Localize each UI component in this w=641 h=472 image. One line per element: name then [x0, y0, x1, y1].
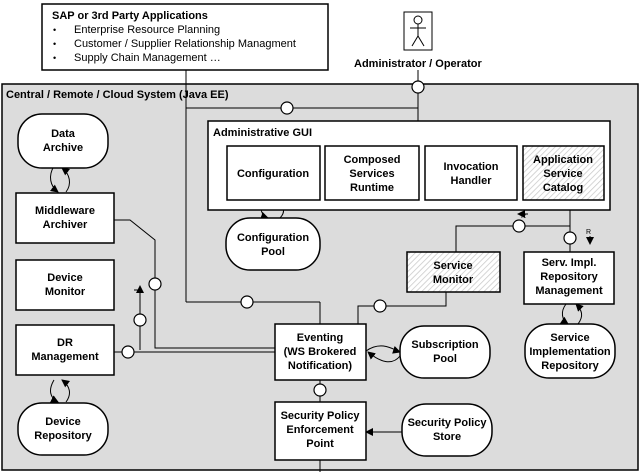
device-repository-node: [17, 402, 109, 456]
device-monitor-label-1: Device: [47, 272, 82, 284]
configuration-pool-label-1: Configuration: [237, 232, 309, 244]
catalog-label-2: Service: [543, 168, 582, 180]
data-archive-label-1: Data: [51, 128, 76, 140]
subscription-pool-node: [399, 325, 491, 379]
port-actor: [411, 80, 425, 94]
security-store-label-2: Store: [433, 431, 461, 443]
sap-item-erp: Enterprise Resource Planning: [74, 24, 220, 36]
port-dr-management: [121, 345, 135, 359]
security-policy-store-node: [401, 403, 493, 457]
serv-impl-label-2: Repository: [540, 271, 598, 283]
port-eventing-bus: [240, 295, 254, 309]
service-impl-repo-label-2: Implementation: [529, 346, 611, 358]
invocation-handler-box: [424, 145, 518, 201]
configuration-box: [226, 145, 321, 201]
subscription-pool-label-1: Subscription: [411, 339, 479, 351]
system-label: Central / Remote / Cloud System (Java EE…: [6, 89, 229, 101]
admin-gui-title: Administrative GUI: [213, 127, 312, 139]
security-point-label-3: Point: [306, 438, 334, 450]
configuration-pool-label-2: Pool: [261, 246, 285, 258]
serv-impl-label-1: Serv. Impl.: [542, 257, 597, 269]
serv-impl-repository-management-node: [523, 251, 615, 305]
r-label-upper: R: [521, 213, 526, 220]
subscription-pool-label-2: Pool: [433, 353, 457, 365]
device-repository-label-2: Repository: [34, 430, 92, 442]
eventing-label-3: Notification): [288, 360, 352, 372]
security-point-label-2: Enforcement: [286, 424, 354, 436]
service-impl-repo-label-1: Service: [550, 332, 589, 344]
catalog-label-1: Application: [533, 154, 593, 166]
interface-ports: [121, 80, 577, 397]
stick-figure-icon: [410, 15, 426, 47]
dr-management-node: [15, 324, 115, 376]
security-policy-enforcement-point-node: [274, 401, 367, 461]
port-top-bus: [280, 101, 294, 115]
port-eventing-right: [373, 299, 387, 313]
service-impl-repo-label-3: Repository: [541, 360, 599, 372]
administrative-gui: Administrative GUI Configuration Compose…: [207, 120, 611, 211]
svg-text:•: •: [53, 25, 56, 35]
middleware-label-2: Archiver: [43, 219, 88, 231]
service-monitor-node: [406, 251, 501, 293]
eventing-label-1: Eventing: [297, 332, 343, 344]
application-service-catalog-box: [522, 145, 605, 201]
device-monitor-label-2: Monitor: [45, 286, 86, 298]
composed-services-box: [324, 145, 420, 201]
dr-management-label-1: DR: [57, 337, 73, 349]
sap-item-crm: Customer / Supplier Relationship Managme…: [74, 38, 296, 50]
svg-text:•: •: [53, 53, 56, 63]
invocation-label-2: Handler: [451, 175, 493, 187]
eventing-label-2: (WS Brokered: [284, 346, 357, 358]
serv-impl-label-3: Management: [535, 285, 603, 297]
sap-item-scm: Supply Chain Management …: [74, 52, 221, 64]
composed-label-3: Runtime: [350, 182, 394, 194]
configuration-label: Configuration: [237, 168, 309, 180]
r-label-lower: R: [586, 229, 591, 236]
actor-label: Administrator / Operator: [354, 58, 482, 70]
sap-title: SAP or 3rd Party Applications: [52, 10, 208, 22]
port-device-monitor: [133, 313, 147, 327]
catalog-label-3: Catalog: [543, 182, 583, 194]
data-archive-node: [17, 113, 109, 169]
invocation-label-1: Invocation: [443, 161, 498, 173]
middleware-label-1: Middleware: [35, 205, 95, 217]
port-catalog: [563, 231, 577, 245]
svg-text:•: •: [53, 39, 56, 49]
data-archive-label-2: Archive: [43, 142, 83, 154]
middleware-archiver-node: [15, 192, 115, 244]
eventing-node: [274, 323, 367, 381]
port-middleware: [148, 277, 162, 291]
port-service-monitor: [512, 219, 526, 233]
dr-management-label-2: Management: [31, 351, 99, 363]
device-repository-label-1: Device: [45, 416, 80, 428]
administrator-actor: [403, 11, 433, 51]
composed-label-1: Composed: [344, 154, 401, 166]
service-implementation-repository-node: [524, 323, 616, 379]
sap-applications-box: SAP or 3rd Party Applications • Enterpri…: [41, 3, 329, 71]
service-monitor-label-2: Monitor: [433, 274, 474, 286]
security-store-label-1: Security Policy: [408, 417, 488, 429]
device-monitor-node: [15, 259, 115, 311]
configuration-pool-node: [225, 217, 321, 271]
service-monitor-label-1: Service: [433, 260, 472, 272]
security-point-label-1: Security Policy: [281, 410, 361, 422]
port-eventing-bottom: [313, 383, 327, 397]
composed-label-2: Services: [349, 168, 394, 180]
